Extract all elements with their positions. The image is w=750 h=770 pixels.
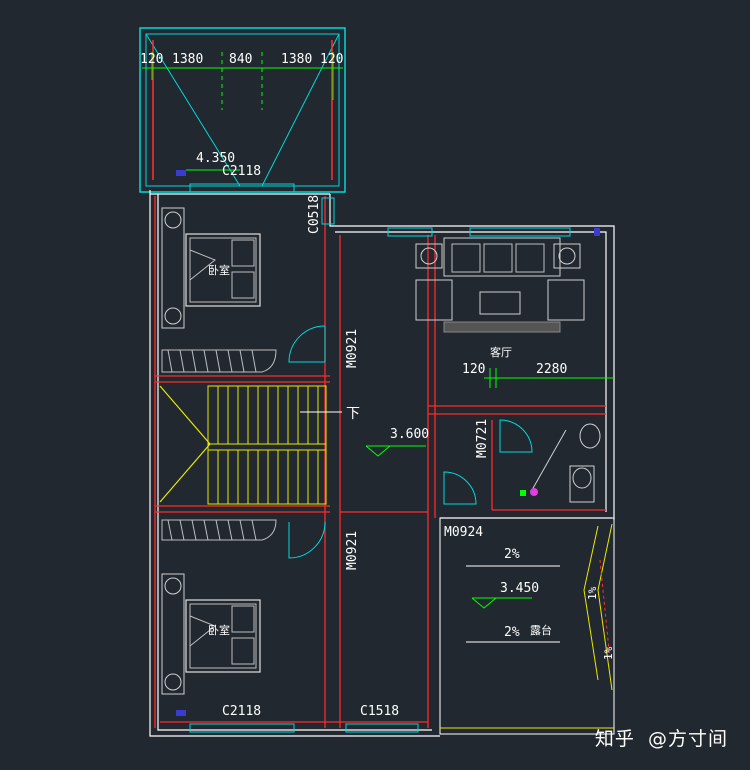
terrace-side-slope-top: 1% [586, 586, 599, 600]
balcony-dim-4: 1380 [281, 52, 312, 67]
stair-elevation: 3.600 [390, 427, 429, 442]
bedroom-bottom-window: C2118 [222, 704, 261, 719]
stair-direction: 下 [346, 406, 360, 422]
living-room-label: 客厅 [490, 345, 512, 359]
living-room: 客厅 120 2280 [387, 227, 614, 388]
terrace-door: M0924 [444, 525, 483, 540]
balcony-dim-2: 1380 [172, 52, 203, 67]
bedroom-bottom-label: 卧室 [208, 623, 230, 637]
living-dim-right: 2280 [536, 362, 567, 377]
bedroom-bottom-door: M0921 [345, 531, 360, 570]
watermark: 知乎 @方寸间 [595, 724, 728, 751]
bedroom-top: 卧室 C0518 M0921 [161, 195, 360, 373]
terrace-side-slope-bottom: 1% [602, 646, 615, 660]
terrace-slope-top: 2% [504, 547, 520, 562]
living-dim-left: 120 [462, 362, 485, 377]
bedroom-top-door: M0921 [345, 329, 360, 368]
bathroom: M0721 [443, 419, 601, 505]
watermark-account: @方寸间 [647, 728, 728, 750]
corridor-window: C1518 [360, 704, 399, 719]
bedroom-top-label: 卧室 [208, 263, 230, 277]
balcony-dim-3: 840 [229, 52, 252, 67]
bathroom-door: M0721 [475, 419, 490, 458]
balcony-top: 120 1380 840 1380 120 4.350 C2118 [139, 27, 346, 193]
terrace-slope-bottom: 2% [504, 625, 520, 640]
terrace-label: 露台 [530, 623, 552, 637]
terrace-elevation: 3.450 [500, 581, 539, 596]
bedroom-top-side-window: C0518 [307, 195, 322, 234]
balcony-dim-5: 120 [320, 52, 343, 67]
balcony-dim-1: 120 [140, 52, 163, 67]
balcony-elevation: 4.350 [196, 151, 235, 166]
axis-lines [154, 196, 606, 728]
zhihu-logo: 知乎 [594, 728, 635, 750]
bedroom-bottom: M0921 卧室 C2118 [161, 519, 360, 733]
balcony-window-label: C2118 [222, 164, 261, 179]
terrace: M0924 2% 3.450 2% 露台 1% 1% [439, 517, 615, 735]
stair: 下 3.600 [159, 385, 429, 505]
corridor: C1518 [345, 704, 419, 733]
